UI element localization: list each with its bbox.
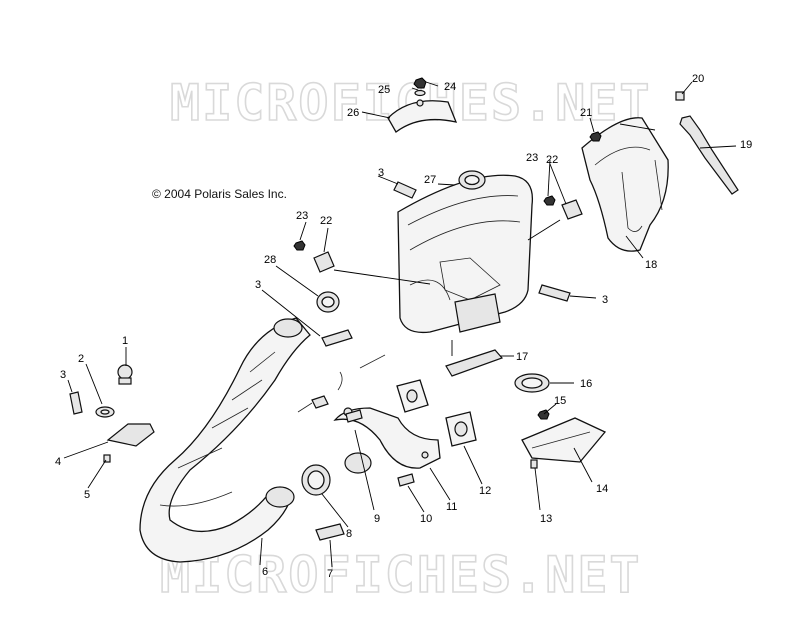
part-rear-heat-shield [581,117,669,252]
callout-5: 5 [84,489,90,501]
callout-22: 22 [546,154,558,166]
part-muffler [397,170,534,334]
part-gasket-12 [396,379,477,447]
callout-3: 3 [378,167,384,179]
part-cap-1 [117,364,133,385]
callout-11: 11 [446,501,457,513]
part-spring-3-left [69,391,83,415]
watermark-bottom: MICROFICHES.NET [160,546,642,604]
callout-21: 21 [580,107,592,119]
callout-1: 1 [122,335,128,347]
part-nut-23-right [543,195,556,206]
part-exhaust-manifold [333,407,441,474]
callout-3: 3 [255,279,261,291]
callout-6: 6 [262,566,268,578]
callout-7: 7 [327,568,333,580]
callout-10: 10 [420,513,432,525]
callout-27: 27 [424,174,436,186]
callout-14: 14 [596,483,608,495]
leader-lines [63,81,737,568]
part-seal-28 [316,291,340,313]
part-grommet-22-left [313,251,335,273]
part-plate-17 [445,349,504,377]
part-bolt-20 [675,91,685,101]
callout-26: 26 [347,107,359,119]
callout-18: 18 [645,259,657,271]
part-spring-3-top [393,181,417,199]
part-grommet-22-right [561,199,583,220]
callout-4: 4 [55,456,61,468]
copyright-text: © 2004 Polaris Sales Inc. [152,187,287,201]
part-expansion-chamber [139,317,311,563]
part-nut-23-left [293,240,306,251]
callout-12: 12 [479,485,491,497]
part-nut-24 [413,77,427,89]
part-washer-2 [95,406,115,418]
part-bolt-10 [345,409,415,487]
callout-19: 19 [740,139,752,151]
callout-9: 9 [374,513,380,525]
callout-13: 13 [540,513,552,525]
part-nut-21 [589,131,602,142]
callout-8: 8 [346,528,352,540]
callout-2: 2 [78,353,84,365]
part-spring-3-right [538,284,571,302]
part-grommet-16 [514,373,550,393]
part-bracket-4 [106,423,155,447]
callout-17: 17 [516,351,528,363]
part-heat-shield-cap [387,99,458,133]
part-spring-7 [315,523,345,541]
part-spring-3-middle [321,329,353,347]
callout-15: 15 [554,395,566,407]
part-bolt-13 [530,459,538,469]
callout-24: 24 [444,81,456,93]
part-heat-plate-14 [521,417,607,463]
part-bolt-5 [103,454,111,463]
callout-28: 28 [264,254,276,266]
part-seal-8 [301,464,331,496]
callouts: 1 2 3 3 3 3 4 5 6 7 8 9 10 11 12 13 14 1… [55,73,752,580]
callout-16: 16 [580,378,592,390]
part-bracket-19 [679,115,739,195]
part-washer-25 [414,89,426,97]
callout-3: 3 [60,369,66,381]
callout-3: 3 [602,294,608,306]
callout-23: 23 [296,210,308,222]
callout-23: 23 [526,152,538,164]
part-sensor-9 [297,354,386,413]
callout-20: 20 [692,73,704,85]
callout-22: 22 [320,215,332,227]
callout-25: 25 [378,84,390,96]
